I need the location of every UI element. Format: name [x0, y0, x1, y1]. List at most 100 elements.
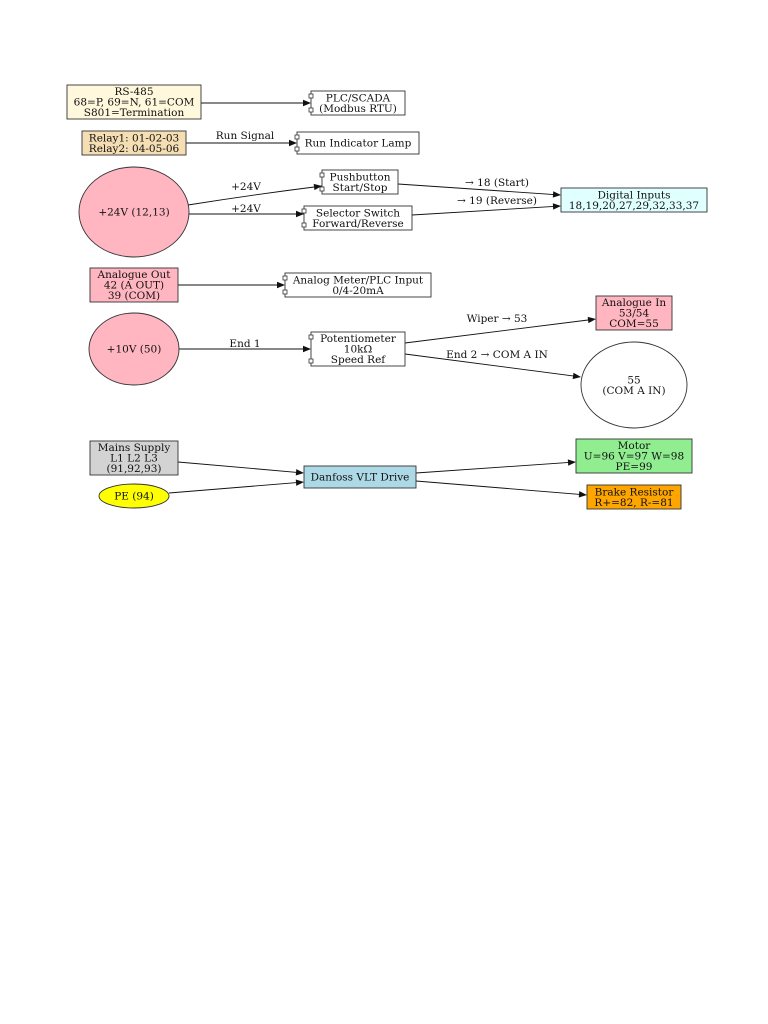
node-plc-scada-line-2: (Modbus RTU) — [319, 103, 397, 115]
node-potentiometer-line-1: Potentiometer — [320, 333, 397, 345]
edge-pot-com — [404, 353, 575, 377]
node-pe-line-1: PE (94) — [114, 491, 154, 503]
node-plc-scada-tab-bottom — [308, 107, 314, 113]
node-com-a-in-line-1: 55 — [627, 374, 640, 386]
edge-aout-meter-arrowhead — [277, 281, 285, 289]
edge-label-push-di: → 18 (Start) — [465, 177, 529, 189]
node-motor-line-2: U=96 V=97 W=98 — [584, 451, 684, 463]
node-com-a-in-shape — [580, 341, 688, 429]
node-analogue-out-line-1: Analogue Out — [97, 269, 172, 281]
node-analog-meter-tab-bottom — [282, 289, 288, 295]
node-supply-24v-line-1: +24V (12,13) — [98, 207, 169, 219]
node-pushbutton-line-2: Start/Stop — [333, 182, 388, 194]
node-run-lamp-tab-bottom — [294, 146, 300, 152]
edge-label-v24-push: +24V — [231, 181, 261, 193]
node-selector-tab-bottom — [301, 222, 307, 228]
edge-label-sel-di: → 19 (Reverse) — [457, 195, 537, 207]
node-plc-scada-tab-top — [308, 93, 314, 99]
node-plc-scada-line-1: PLC/SCADA — [326, 92, 391, 104]
edge-pe-drive-arrowhead — [295, 479, 304, 486]
node-rs485-line-2: 68=P, 69=N, 61=COM — [74, 97, 195, 109]
node-supply-24v: +24V (12,13) — [78, 166, 190, 258]
edge-v10-pot-arrowhead — [303, 345, 311, 353]
edge-drive-motor — [415, 462, 570, 474]
edge-mains-drive-arrowhead — [295, 469, 304, 476]
node-analogue-in-shape — [595, 295, 673, 331]
node-digital-inputs-shape — [560, 187, 708, 213]
node-com-a-in-line-2: (COM A IN) — [602, 385, 665, 397]
node-run-lamp: Run Indicator Lamp — [294, 131, 420, 155]
node-analog-meter-shape — [284, 272, 432, 298]
node-analogue-in-line-2: 53/54 — [619, 308, 650, 320]
node-plc-scada-shape — [310, 90, 406, 116]
node-run-lamp-line-1: Run Indicator Lamp — [305, 138, 412, 150]
node-digital-inputs-line-2: 18,19,20,27,29,32,33,37 — [569, 200, 699, 212]
node-motor-line-3: PE=99 — [616, 461, 653, 473]
edge-label-v10-pot: End 1 — [229, 338, 260, 350]
node-selector-line-1: Selector Switch — [316, 207, 400, 219]
node-brake-line-2: R+=82, R-=81 — [594, 497, 673, 509]
node-analogue-in-line-3: COM=55 — [609, 318, 659, 330]
node-pushbutton-shape — [321, 169, 399, 195]
node-analog-meter-tab-top — [282, 275, 288, 281]
node-relays-line-2: Relay2: 04-05-06 — [89, 143, 180, 155]
node-run-lamp-shape — [296, 131, 420, 155]
edge-drive-motor-arrowhead — [567, 459, 576, 466]
node-pushbutton-tab-top — [319, 172, 325, 178]
edge-sel-di — [411, 205, 555, 216]
node-analogue-in-line-1: Analogue In — [601, 297, 666, 309]
edge-pot-ain-arrowhead — [587, 316, 596, 324]
node-analog-meter-line-1: Analog Meter/PLC Input — [292, 274, 424, 286]
edge-v24-push-arrowhead — [313, 183, 322, 191]
node-analog-meter-line-2: 0/4-20mA — [332, 285, 384, 297]
node-plc-scada: PLC/SCADA(Modbus RTU) — [308, 90, 406, 116]
node-drive-line-1: Danfoss VLT Drive — [311, 472, 410, 484]
edge-label-pot-com: End 2 → COM A IN — [446, 349, 548, 361]
node-potentiometer-line-2: 10kΩ — [344, 344, 373, 356]
edge-drive-brake-arrowhead — [578, 491, 587, 498]
node-potentiometer-tab-bottom — [308, 358, 314, 364]
node-motor-line-1: Motor — [618, 440, 652, 452]
node-pushbutton-line-1: Pushbutton — [330, 171, 391, 183]
edge-relay-lamp-arrowhead — [289, 139, 297, 147]
node-pe: PE (94) — [98, 483, 170, 509]
edge-pe-drive — [168, 482, 298, 494]
node-mains-line-3: (91,92,93) — [107, 463, 162, 475]
node-rs485-shape — [66, 84, 202, 120]
node-brake-shape — [586, 484, 682, 510]
edge-pot-com-arrowhead — [572, 372, 581, 380]
edge-label-relay-lamp: Run Signal — [216, 130, 275, 142]
node-analogue-out-line-3: 39 (COM) — [108, 290, 160, 302]
node-drive: Danfoss VLT Drive — [303, 465, 417, 489]
node-relays-shape — [81, 130, 187, 156]
edge-pot-ain — [404, 319, 590, 344]
node-mains-shape — [89, 440, 179, 476]
node-supply-10v: +10V (50) — [88, 312, 180, 386]
node-pe-shape — [98, 483, 170, 509]
node-selector-tab-top — [301, 208, 307, 214]
edge-rs485-plc-arrowhead — [303, 99, 311, 107]
node-pushbutton-tab-bottom — [319, 186, 325, 192]
edge-drive-brake — [415, 480, 581, 495]
edge-push-di-arrowhead — [552, 191, 561, 198]
node-analogue-out-shape — [89, 267, 179, 303]
node-digital-inputs-line-1: Digital Inputs — [597, 189, 670, 201]
node-selector-line-2: Forward/Reverse — [312, 218, 403, 230]
node-rs485-line-1: RS-485 — [114, 86, 153, 98]
node-mains-line-2: L1 L2 L3 — [110, 453, 158, 465]
edge-push-di — [397, 183, 555, 195]
node-supply-10v-shape — [88, 312, 180, 386]
